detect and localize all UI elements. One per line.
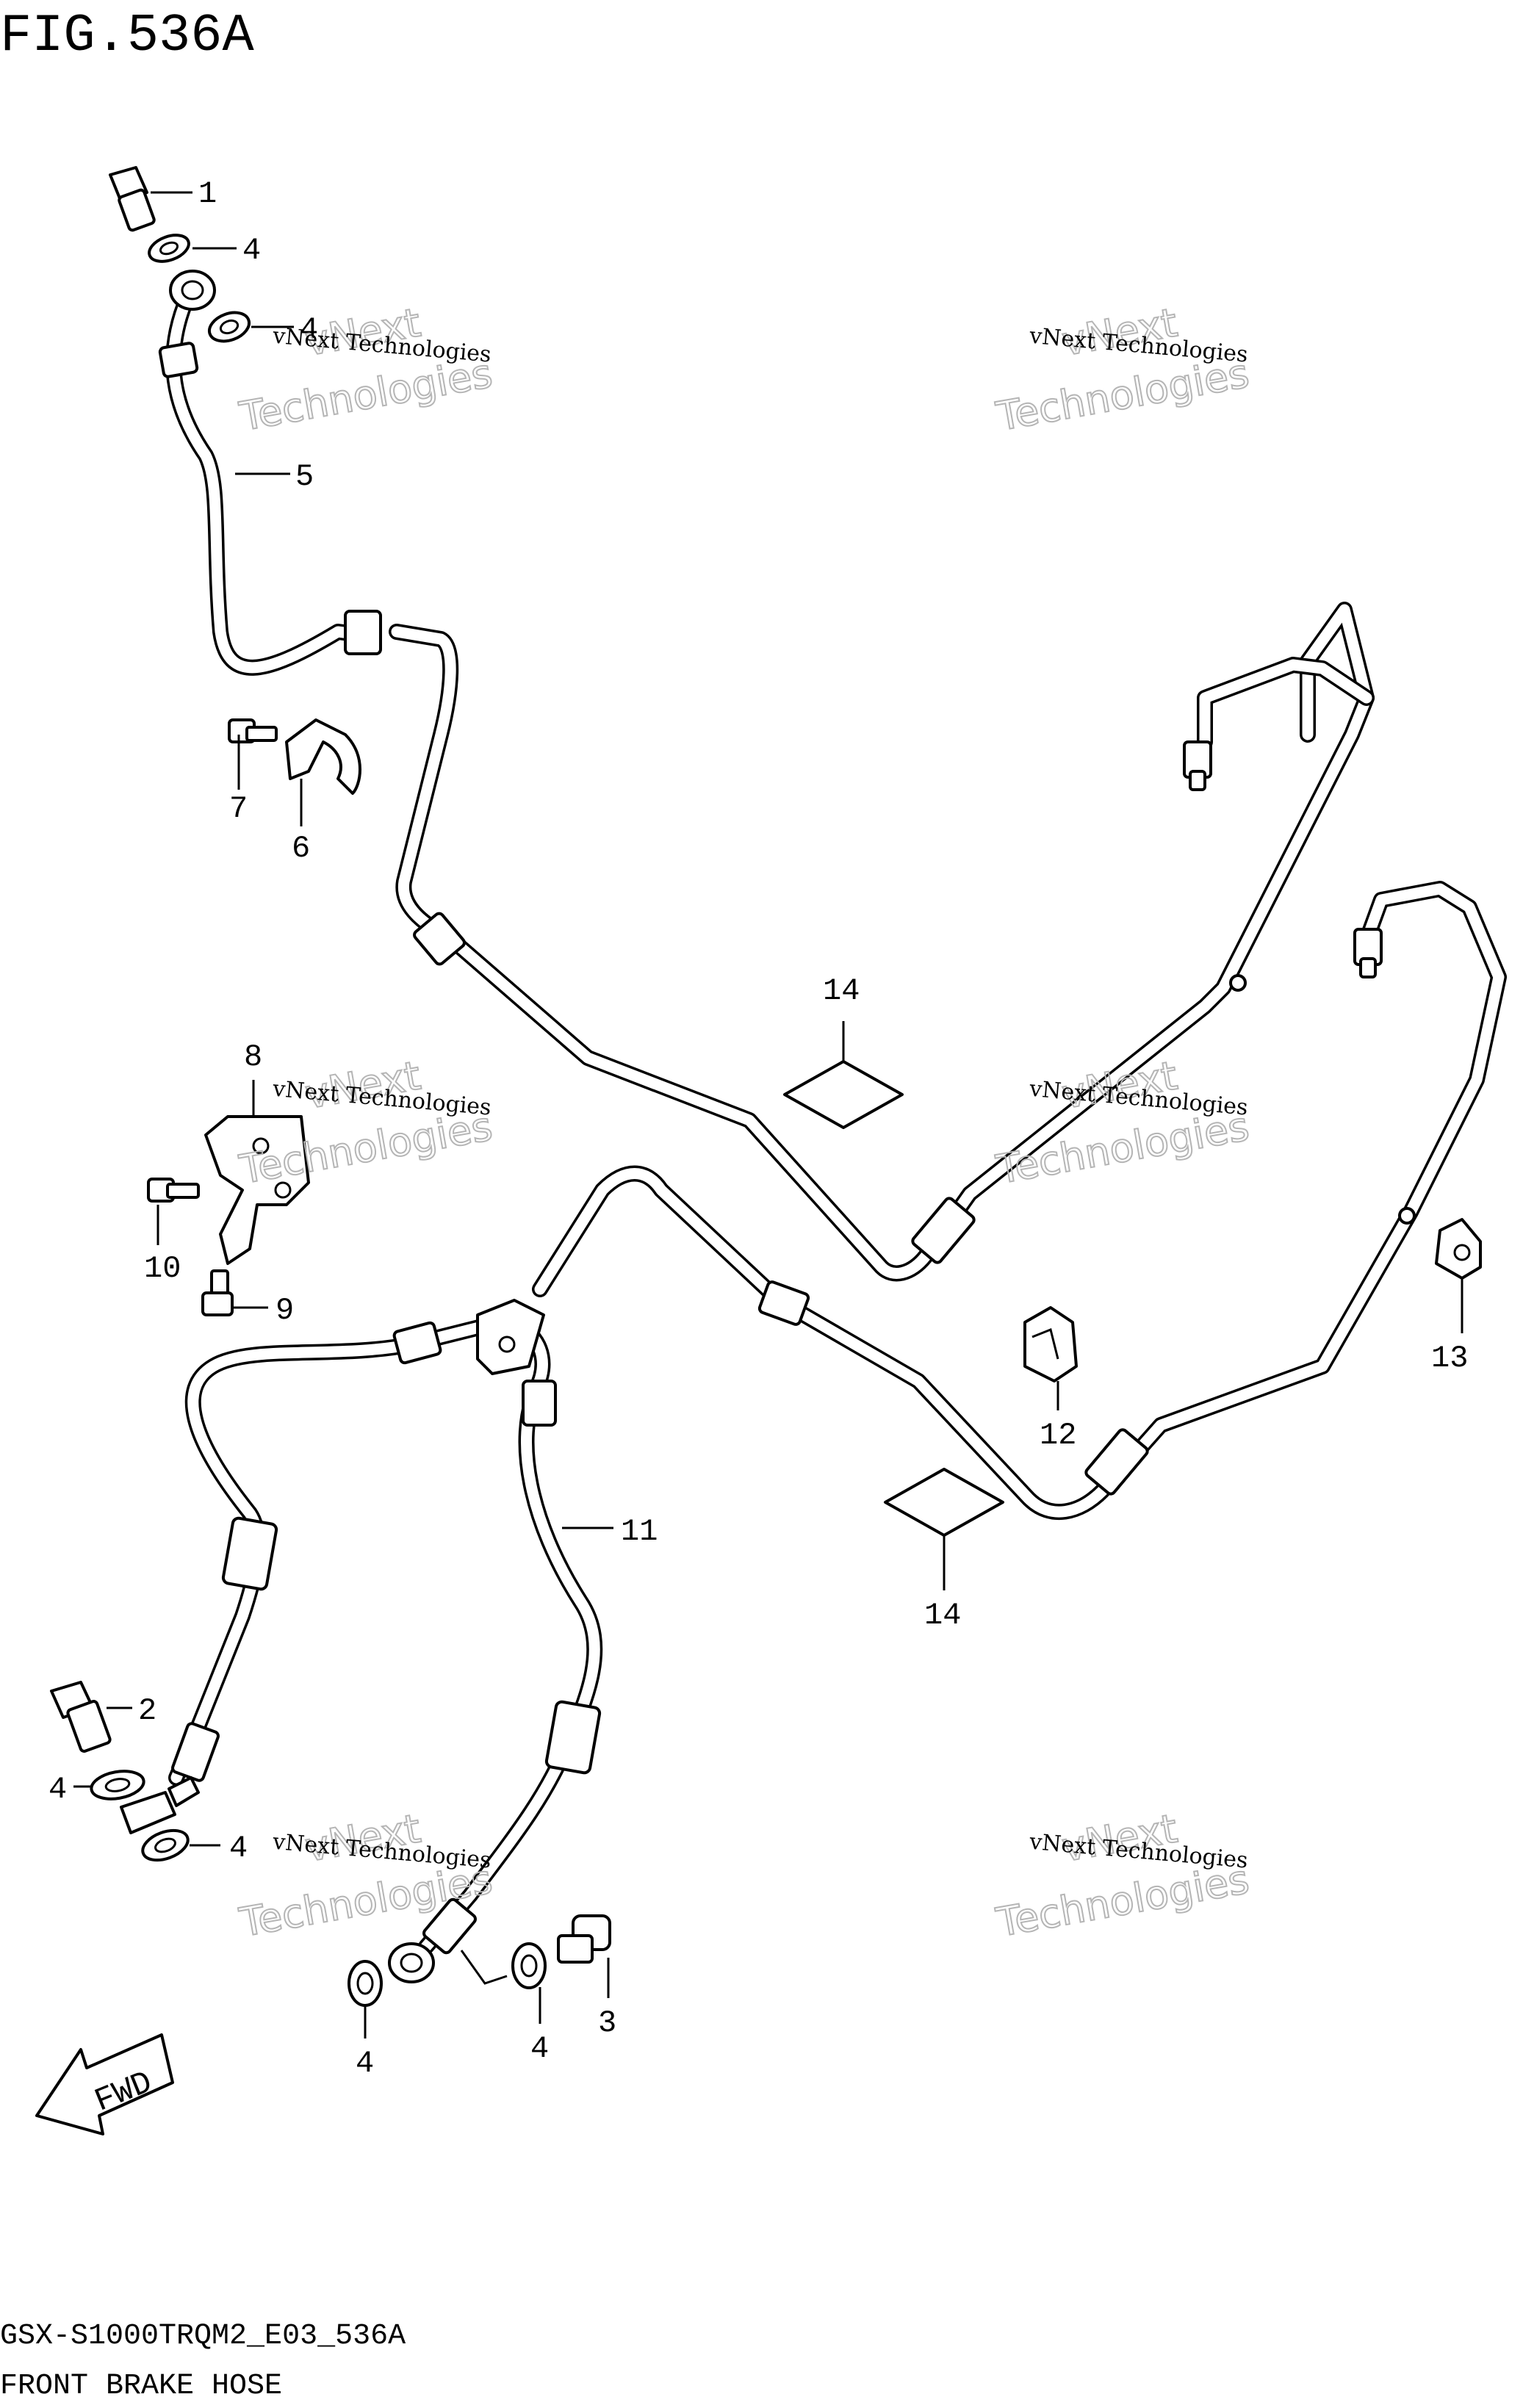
callout-7: 7 xyxy=(229,791,248,826)
callout-13: 13 xyxy=(1431,1341,1468,1376)
callout-10: 10 xyxy=(144,1251,181,1286)
right-brake-pipe-lower xyxy=(532,881,1507,1521)
bolt-7 xyxy=(228,718,278,743)
banjo-bolt-2 xyxy=(50,1681,112,1753)
banjo-bolt-1 xyxy=(109,166,156,232)
callout-4-top-second: 4 xyxy=(300,312,318,347)
callout-14-lower: 14 xyxy=(924,1598,961,1633)
callout-4-lower-left: 4 xyxy=(48,1772,67,1807)
section-name: FRONT BRAKE HOSE xyxy=(0,2370,282,2403)
callout-12: 12 xyxy=(1040,1418,1076,1453)
watermark-bottom-right: vNext Technologies vNext Technologies xyxy=(992,1804,1253,1947)
watermark-top-left: vNext Technologies vNext Technologies xyxy=(235,298,497,441)
junction-block xyxy=(476,1299,545,1375)
bolt-10 xyxy=(147,1178,200,1203)
upper-banjo-fitting xyxy=(158,270,216,378)
clamp-6 xyxy=(285,718,361,795)
fwd-arrow: FWD xyxy=(35,2033,174,2135)
callout-4-lower-left-second: 4 xyxy=(229,1831,248,1866)
model-code: GSX-S1000TRQM2_E03_536A xyxy=(0,2320,406,2353)
callout-11: 11 xyxy=(621,1514,658,1549)
callout-9: 9 xyxy=(276,1293,294,1328)
lower-right-banjo xyxy=(388,1942,508,1985)
leader-lines xyxy=(73,191,1463,2038)
callout-5: 5 xyxy=(295,459,314,494)
bolt-9 xyxy=(201,1269,234,1316)
left-lower-brake-hose xyxy=(168,1314,508,1786)
callout-6: 6 xyxy=(292,831,310,866)
pipe-grommets xyxy=(171,610,1416,1955)
callout-4-bottom-second: 4 xyxy=(530,2031,549,2066)
label-14-lower xyxy=(884,1468,1004,1537)
callout-14-upper: 14 xyxy=(823,973,860,1009)
watermark-mid-right: vNext Technologies vNext Technologies xyxy=(992,1051,1253,1194)
callout-1: 1 xyxy=(198,176,217,212)
clamp-13 xyxy=(1435,1218,1482,1280)
lower-left-banjo xyxy=(120,1776,200,1834)
callout-3: 3 xyxy=(598,2005,616,2041)
clamp-12 xyxy=(1023,1306,1078,1383)
callout-2: 2 xyxy=(138,1693,156,1729)
right-brake-pipe-upper xyxy=(389,602,1375,1282)
bracket-8 xyxy=(204,1115,310,1265)
callout-4-top: 4 xyxy=(242,233,261,268)
banjo-bolt-3 xyxy=(557,1914,611,1964)
callout-8: 8 xyxy=(244,1039,262,1075)
upper-pipe-end xyxy=(1197,657,1375,750)
pipe-end-fittings xyxy=(1183,740,1383,978)
figure-title: FIG.536A xyxy=(0,6,254,66)
watermark-top-right: vNext Technologies vNext Technologies xyxy=(992,298,1253,441)
callout-labels: 1 4 4 5 7 6 8 10 9 11 14 14 12 13 2 4 4 … xyxy=(48,176,1468,2081)
callout-4-bottom: 4 xyxy=(356,2046,374,2081)
label-14-upper xyxy=(783,1060,904,1129)
